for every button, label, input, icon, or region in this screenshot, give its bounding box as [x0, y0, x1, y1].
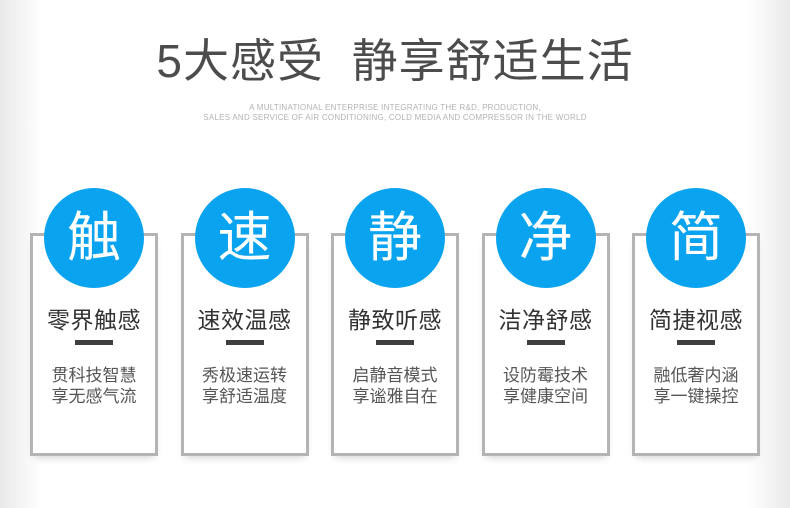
feature-title: 静致听感: [348, 307, 442, 333]
clean-badge-circle: 净: [495, 188, 596, 288]
title-divider: [677, 340, 715, 345]
feature-description-line1: 贯科技智慧: [51, 366, 137, 385]
page-subtitle: A MULTINATIONAL ENTERPRISE INTEGRATING T…: [0, 103, 790, 122]
feature-description-line2: 享健康空间: [503, 387, 588, 406]
feature-description-line1: 设防霉技术: [503, 366, 588, 385]
feature-description-line1: 融低奢内涵: [653, 366, 739, 385]
quiet-badge-circle: 静: [345, 188, 445, 288]
feature-description-line1: 启静音模式: [352, 366, 438, 385]
page-subtitle-line2: SALES AND SERVICE OF AIR CONDITIONING, C…: [203, 112, 587, 122]
feature-description: 融低奢内涵 享一键操控: [635, 365, 757, 407]
feature-description: 秀极速运转 享舒适温度: [184, 365, 306, 407]
feature-card-quiet: 静 静致听感 启静音模式 享谧雅自在: [331, 188, 459, 456]
feature-title: 速效温感: [197, 307, 292, 333]
feature-card-simple: 简 简捷视感 融低奢内涵 享一键操控: [632, 188, 760, 456]
feature-card-touch: 触 零界触感 贯科技智慧 享无感气流: [30, 188, 158, 456]
feature-title: 洁净舒感: [498, 307, 593, 333]
touch-badge-circle: 触: [44, 188, 144, 288]
title-divider: [526, 340, 565, 345]
feature-description-line2: 享谧雅自在: [352, 387, 438, 406]
feature-card-speed: 速 速效温感 秀极速运转 享舒适温度: [180, 188, 309, 456]
simple-badge-circle: 简: [646, 188, 746, 288]
feature-card-clean: 净 洁净舒感 设防霉技术 享健康空间: [481, 188, 610, 456]
feature-description: 启静音模式 享谧雅自在: [334, 365, 456, 407]
title-divider: [75, 340, 113, 345]
speed-badge-circle: 速: [194, 188, 295, 288]
feature-description: 设防霉技术 享健康空间: [485, 365, 607, 407]
title-divider: [225, 340, 264, 345]
feature-description-line2: 享一键操控: [653, 387, 739, 406]
banner-header: 5大感受 静享舒适生活 A MULTINATIONAL ENTERPRISE I…: [0, 0, 790, 122]
feature-cards-row: 触 零界触感 贯科技智慧 享无感气流 速 速效温感 秀极速运转 享舒适温度 静 …: [30, 188, 760, 456]
title-divider: [376, 340, 414, 345]
feature-description-line2: 享舒适温度: [202, 387, 287, 406]
feature-title: 简捷视感: [649, 307, 743, 333]
feature-title: 零界触感: [47, 307, 141, 333]
page-subtitle-line1: A MULTINATIONAL ENTERPRISE INTEGRATING T…: [249, 103, 541, 112]
feature-description: 贯科技智慧 享无感气流: [33, 365, 155, 407]
page-title: 5大感受 静享舒适生活: [156, 35, 634, 87]
feature-description-line1: 秀极速运转: [202, 366, 287, 385]
feature-description-line2: 享无感气流: [51, 387, 137, 406]
